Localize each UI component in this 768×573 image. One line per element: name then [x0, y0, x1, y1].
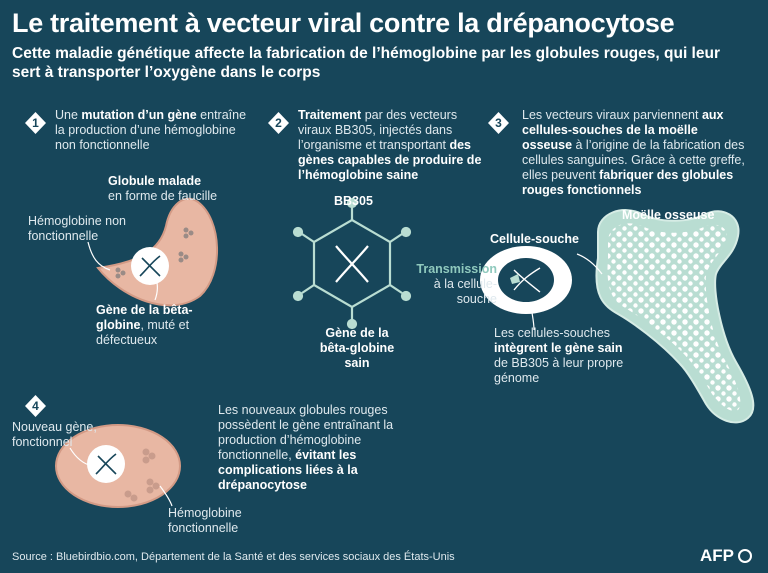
bb305-label: BB305 — [334, 194, 373, 208]
step-2-text: Traitement par des vecteurs viraux BB305… — [298, 108, 482, 182]
dna-diseased-icon — [139, 255, 161, 277]
page-subtitle: Cette maladie génétique affecte la fabri… — [12, 45, 720, 81]
healthy-gene-label: Gène de la bêta-globine sain — [319, 326, 395, 370]
step-3-text: Les vecteurs viraux parviennent aux cell… — [522, 108, 745, 197]
step-4-text: Les nouveaux globules rouges possèdent l… — [218, 403, 394, 492]
healthy-red-blood-cell — [55, 424, 181, 508]
sickle-cell — [87, 197, 218, 307]
bone-marrow — [480, 209, 755, 424]
integration-label: Les cellules-souches intègrent le gène s… — [494, 326, 624, 385]
step-2-badge: 2 — [268, 112, 289, 134]
new-gene-label: Nouveau gène, fonctionnel — [12, 420, 97, 449]
source-note: Source : Bluebirdbio.com, Département de… — [12, 551, 455, 563]
step-3-badge: 3 — [488, 112, 509, 134]
step-1-badge: 1 — [25, 112, 46, 134]
functional-hemoglobin-label: Hémoglobine fonctionnelle — [168, 506, 242, 535]
hemoglobin-defective-icon — [115, 227, 194, 279]
hemoglobin-functional-icon — [124, 448, 160, 502]
defective-gene-label: Gène de la bêta-globine, muté et défectu… — [96, 303, 193, 347]
step-1-text: Une mutation d’un gène entraîne la produ… — [55, 108, 247, 152]
stem-cell-label: Cellule-souche — [490, 232, 579, 246]
dna-healthy-icon — [95, 453, 117, 475]
defective-hemoglobin-label: Hémoglobine non fonctionnelle — [28, 214, 126, 243]
bone-marrow-label: Moëlle osseuse — [622, 208, 715, 222]
virus-bb305-icon — [292, 197, 412, 330]
afp-logo: AFP — [700, 546, 752, 566]
step-4-badge: 4 — [25, 395, 46, 417]
page-title: Le traitement à vecteur viral contre la … — [12, 8, 675, 38]
